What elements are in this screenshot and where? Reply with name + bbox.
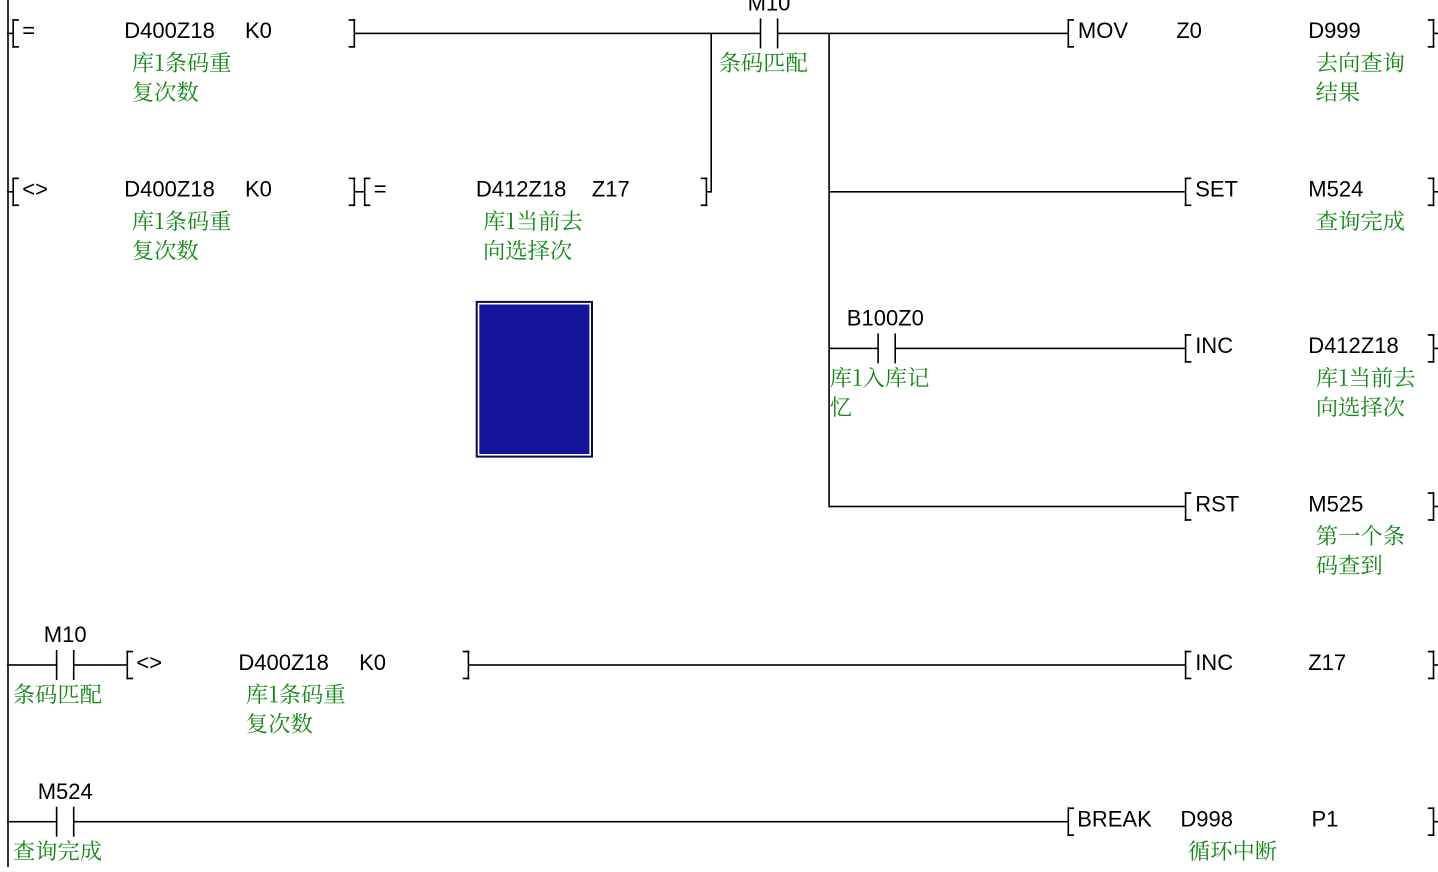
svg-text:Z0: Z0 <box>1176 18 1202 43</box>
svg-text:D412Z18: D412Z18 <box>476 177 567 202</box>
svg-text:B100Z0: B100Z0 <box>847 306 924 331</box>
svg-text:M524: M524 <box>1308 177 1363 202</box>
svg-text:D412Z18: D412Z18 <box>1308 333 1399 358</box>
svg-text:Z17: Z17 <box>1308 650 1346 675</box>
svg-text:=: = <box>374 177 387 202</box>
svg-text:K0: K0 <box>245 177 272 202</box>
svg-text:D400Z18: D400Z18 <box>238 650 329 675</box>
svg-text:K0: K0 <box>245 18 272 43</box>
svg-text:<>: <> <box>22 177 48 202</box>
svg-text:=: = <box>22 18 35 43</box>
svg-text:P1: P1 <box>1312 807 1339 832</box>
svg-text:D400Z18: D400Z18 <box>124 18 215 43</box>
svg-text:SET: SET <box>1195 177 1238 202</box>
svg-text:M10: M10 <box>748 0 791 16</box>
svg-text:INC: INC <box>1195 650 1233 675</box>
svg-text:INC: INC <box>1195 333 1233 358</box>
svg-text:M525: M525 <box>1308 491 1363 516</box>
svg-text:M524: M524 <box>38 779 93 804</box>
svg-text:MOV: MOV <box>1078 18 1128 43</box>
svg-text:K0: K0 <box>359 650 386 675</box>
svg-text:D400Z18: D400Z18 <box>124 177 215 202</box>
svg-text:D998: D998 <box>1180 807 1233 832</box>
svg-text:BREAK: BREAK <box>1077 807 1152 832</box>
svg-text:M10: M10 <box>44 622 87 647</box>
svg-text:<>: <> <box>136 650 162 675</box>
svg-text:D999: D999 <box>1308 18 1361 43</box>
svg-text:RST: RST <box>1195 491 1239 516</box>
svg-text:Z17: Z17 <box>592 177 630 202</box>
